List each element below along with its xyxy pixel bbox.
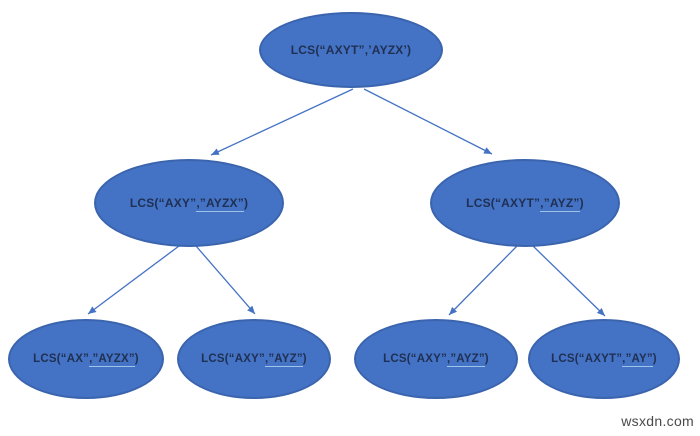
node-l3-3: LCS(“AXY”,”AYZ”) bbox=[354, 319, 518, 399]
node-root: LCS(“AXYT”,’AYZX’) bbox=[259, 12, 443, 88]
edge-l2-left-to-l3-2 bbox=[195, 245, 256, 315]
node-label: LCS(“AXY”,”AYZ”) bbox=[201, 353, 307, 367]
node-l3-4: LCS(“AXYT”,”AY”) bbox=[528, 319, 680, 399]
node-label: LCS(“AXYT”,”AY”) bbox=[551, 353, 657, 367]
edge-root-to-l2-right bbox=[363, 88, 493, 155]
edge-root-to-l2-left bbox=[210, 88, 354, 156]
edge-l2-left-to-l3-1 bbox=[87, 245, 180, 315]
node-label: LCS(“AXY”,”AYZ”) bbox=[383, 353, 489, 367]
node-l2-left: LCS(“AXY”,”AYZX”) bbox=[94, 159, 284, 247]
edge-l2-right-to-l3-4 bbox=[532, 245, 606, 317]
node-label: LCS(“AX”,”AYZX”) bbox=[33, 353, 139, 367]
edge-l2-right-to-l3-3 bbox=[448, 245, 518, 316]
node-l2-right: LCS(“AXYT”,”AYZ”) bbox=[430, 159, 620, 247]
watermark: wsxdn.com bbox=[621, 413, 694, 429]
node-label: LCS(“AXYT”,”AYZ”) bbox=[466, 196, 584, 212]
node-l3-2: LCS(“AXY”,”AYZ”) bbox=[177, 319, 331, 399]
node-label: LCS(“AXY”,”AYZX”) bbox=[129, 196, 249, 212]
node-label: LCS(“AXYT”,’AYZX’) bbox=[290, 43, 412, 57]
node-l3-1: LCS(“AX”,”AYZX”) bbox=[8, 319, 164, 399]
